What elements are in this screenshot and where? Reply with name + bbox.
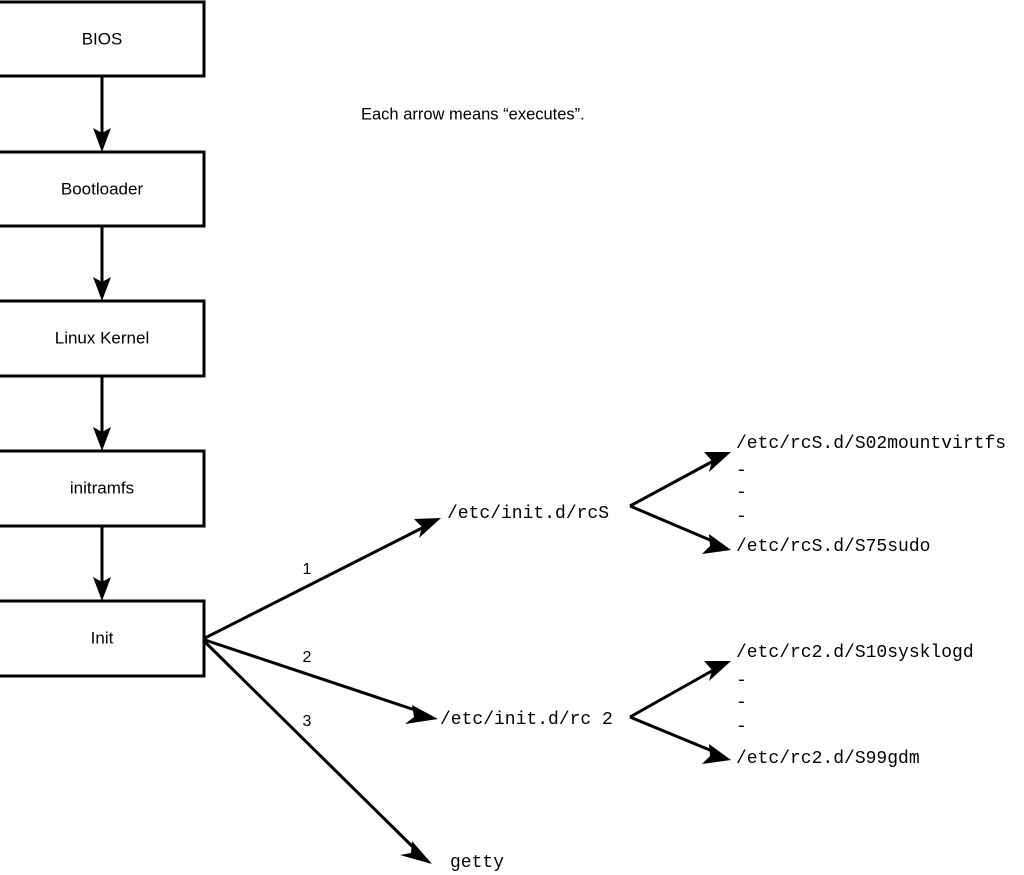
- stage-box-initramfs[interactable]: initramfs: [0, 449, 206, 528]
- branch-1-group: 1 /etc/init.d/rcS /etc/rcS.d/S02mountvir…: [204, 434, 1006, 640]
- branch-2-ellipsis-dash-3: -: [736, 717, 747, 737]
- branch-1-ellipsis-dash-2: -: [736, 483, 747, 503]
- arrow-bios-to-bootloader: [93, 76, 111, 152]
- arrow-kernel-to-initramfs: [93, 376, 111, 451]
- branch-1-child-first: /etc/rcS.d/S02mountvirtfs: [736, 434, 1006, 454]
- branch-2-child-first: /etc/rc2.d/S10sysklogd: [736, 643, 974, 663]
- stage-box-bootloader-label: Bootloader: [61, 179, 144, 198]
- stage-box-init[interactable]: Init: [0, 599, 206, 678]
- arrow-initramfs-to-init: [93, 526, 111, 601]
- branch-3-number: 3: [303, 713, 312, 730]
- stage-box-initramfs-label: initramfs: [70, 478, 134, 497]
- stage-box-linux-kernel[interactable]: Linux Kernel: [0, 299, 206, 378]
- branch-3-group: 3 getty: [203, 640, 504, 873]
- branch-2-number: 2: [303, 649, 312, 666]
- branch-1-ellipsis-dash-3: -: [736, 507, 747, 527]
- stage-box-bios-label: BIOS: [82, 29, 123, 48]
- stage-box-bios-rect: [0, 0, 206, 78]
- stage-box-initramfs-rect: [0, 449, 206, 528]
- stage-box-linux-kernel-label: Linux Kernel: [55, 328, 150, 347]
- stage-box-bootloader[interactable]: Bootloader: [0, 150, 206, 228]
- branch-2-child-last: /etc/rc2.d/S99gdm: [736, 749, 920, 769]
- branch-1-number: 1: [303, 561, 312, 578]
- stage-box-bootloader-rect: [0, 150, 206, 228]
- branch-2-ellipsis-dash-2: -: [736, 693, 747, 713]
- branch-1-ellipsis-dash-1: -: [736, 461, 747, 481]
- branch-2-ellipsis-dash-1: -: [736, 671, 747, 691]
- branch-2-group: 2 /etc/init.d/rc 2 /etc/rc2.d/S10sysklog…: [204, 638, 974, 769]
- diagram-caption: Each arrow means “executes”.: [361, 105, 585, 123]
- stage-box-linux-kernel-rect: [0, 299, 206, 378]
- arrow-bootloader-to-kernel: [93, 226, 111, 301]
- branch-1-child-last: /etc/rcS.d/S75sudo: [736, 537, 930, 557]
- branch-3-target-label: getty: [450, 853, 504, 873]
- stage-box-init-label: Init: [91, 628, 114, 647]
- stage-box-init-rect: [0, 599, 206, 678]
- stage-box-bios[interactable]: BIOS: [0, 0, 206, 78]
- boot-chain-group: BIOS Bootloader Linux Kernel initramfs I…: [0, 0, 206, 678]
- branch-1-target-label: /etc/init.d/rcS: [447, 504, 609, 524]
- branch-2-target-label: /etc/init.d/rc 2: [440, 710, 613, 730]
